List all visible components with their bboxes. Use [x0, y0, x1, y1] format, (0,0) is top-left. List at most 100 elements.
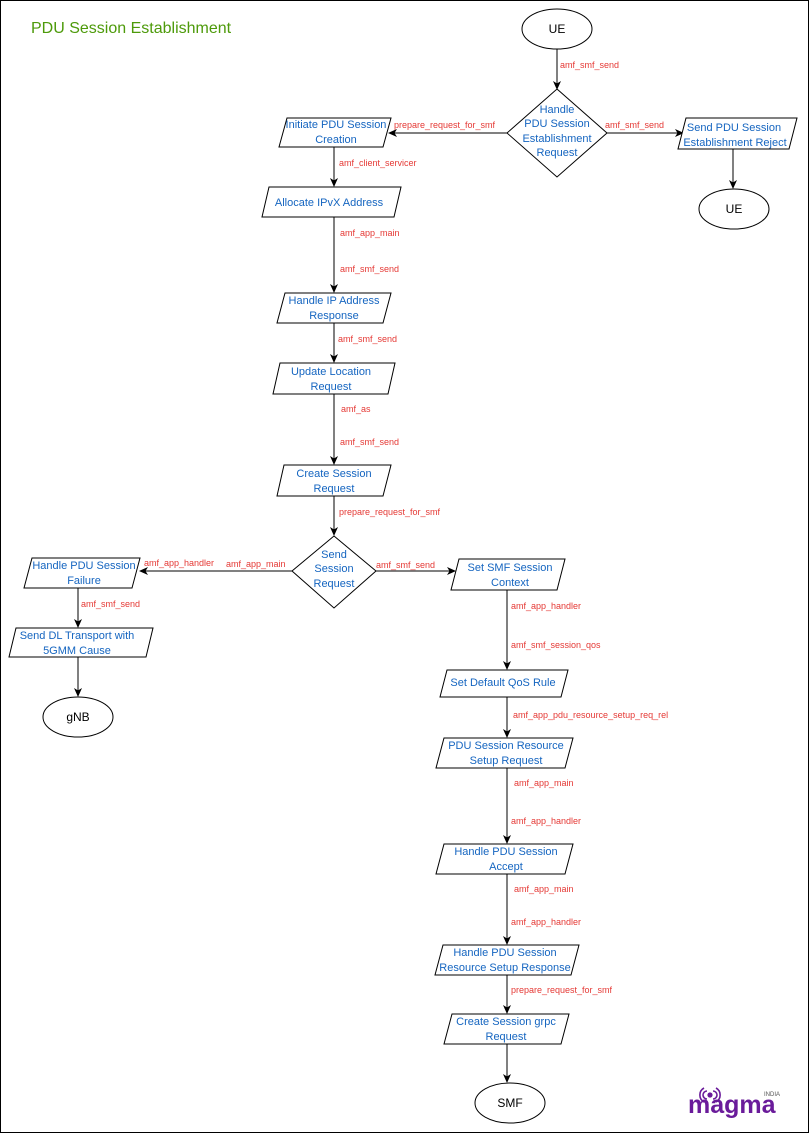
- edge-label: amf_app_handler: [144, 558, 214, 568]
- decision-send-session: Send Session Request: [291, 535, 377, 609]
- process-parallelogram: [434, 944, 580, 976]
- process-parallelogram: [439, 669, 569, 698]
- node-label: Handle PDU Session: [453, 947, 556, 959]
- node-label: Send DL Transport with: [20, 630, 135, 642]
- terminal-ellipse: [521, 8, 593, 50]
- node-label: Send PDU Session: [687, 122, 781, 134]
- node-label: Establishment Reject: [683, 137, 786, 149]
- node-label: Request: [314, 578, 355, 590]
- process-parallelogram: [278, 117, 392, 148]
- edge-label: amf_as: [341, 404, 371, 414]
- process-create-session: Create Session Request: [276, 464, 392, 497]
- node-label: Handle PDU Session: [454, 846, 557, 858]
- node-label: Failure: [67, 575, 101, 587]
- process-parallelogram: [261, 186, 402, 218]
- magma-logo: magma INDIA: [688, 1087, 780, 1119]
- node-label: Response: [309, 310, 359, 322]
- edge-label: prepare_request_for_smf: [394, 120, 496, 130]
- edge-label: prepare_request_for_smf: [339, 507, 441, 517]
- node-label: Update Location: [291, 366, 371, 378]
- process-parallelogram: [276, 464, 392, 497]
- terminal-ellipse: [698, 188, 770, 230]
- node-label: Request: [314, 483, 355, 495]
- edge-label: amf_smf_send: [338, 334, 397, 344]
- terminal-smf: SMF: [474, 1082, 546, 1124]
- process-handle-resource-setup-response: Handle PDU Session Resource Setup Respon…: [434, 944, 580, 976]
- process-handle-pdu-failure: Handle PDU Session Failure: [23, 557, 141, 589]
- node-label: Create Session: [296, 468, 371, 480]
- process-send-dl-transport: Send DL Transport with 5GMM Cause: [8, 627, 154, 658]
- process-parallelogram: [677, 117, 798, 150]
- node-label: Establishment: [522, 133, 591, 145]
- edge-label: amf_app_handler: [511, 816, 581, 826]
- process-parallelogram: [450, 558, 566, 591]
- process-parallelogram: [435, 737, 574, 769]
- process-parallelogram: [8, 627, 154, 658]
- logo-tag: INDIA: [764, 1092, 780, 1098]
- node-label: Handle: [540, 104, 575, 116]
- edge-label: amf_client_servicer: [339, 158, 417, 168]
- process-parallelogram: [23, 557, 141, 589]
- node-label: Initiate PDU Session: [286, 119, 387, 131]
- decision-diamond: [291, 535, 377, 609]
- process-update-location: Update Location Request: [272, 362, 396, 395]
- node-label: Handle IP Address: [289, 295, 380, 307]
- node-label: Creation: [315, 134, 357, 146]
- node-label: Request: [486, 1031, 527, 1043]
- node-label: Send: [321, 549, 347, 561]
- edge-label: amf_smf_send: [560, 60, 619, 70]
- process-parallelogram: [443, 1013, 570, 1045]
- terminal-ellipse: [42, 696, 114, 738]
- node-label: Session: [314, 563, 353, 575]
- edge-label: amf_app_main: [340, 228, 400, 238]
- edges: [74, 49, 737, 1083]
- edge-label: amf_smf_session_qos: [511, 640, 601, 650]
- edge-label: amf_app_main: [514, 884, 574, 894]
- terminal-ellipse: [474, 1082, 546, 1124]
- node-label: Resource Setup Response: [439, 962, 570, 974]
- terminal-label: SMF: [497, 1096, 522, 1110]
- logo-wordmark: magma: [688, 1091, 777, 1119]
- edge-label: amf_app_main: [226, 559, 286, 569]
- process-set-qos-rule: Set Default QoS Rule: [439, 669, 569, 698]
- process-handle-ip-response: Handle IP Address Response: [276, 292, 392, 324]
- node-label: Set SMF Session: [468, 562, 553, 574]
- process-send-reject: Send PDU Session Establishment Reject: [677, 117, 798, 150]
- node-label: Accept: [489, 861, 523, 873]
- edge-label: amf_smf_send: [376, 560, 435, 570]
- edge-label: amf_app_handler: [511, 601, 581, 611]
- node-label: Request: [311, 381, 352, 393]
- process-parallelogram: [276, 292, 392, 324]
- process-allocate-ip: Allocate IPvX Address: [261, 186, 402, 218]
- edge-label: amf_smf_send: [340, 437, 399, 447]
- process-pdu-resource-setup: PDU Session Resource Setup Request: [435, 737, 574, 769]
- edge-label: amf_app_main: [514, 778, 574, 788]
- node-label: Set Default QoS Rule: [450, 677, 555, 689]
- node-label: Setup Request: [470, 755, 543, 767]
- terminal-label: UE: [549, 22, 566, 36]
- node-label: Allocate IPvX Address: [275, 197, 384, 209]
- process-handle-pdu-accept: Handle PDU Session Accept: [435, 843, 574, 875]
- terminal-label: UE: [726, 202, 743, 216]
- decision-handle-pdu-request: Handle PDU Session Establishment Request: [506, 88, 608, 178]
- node-label: PDU Session: [524, 118, 589, 130]
- node-label: Handle PDU Session: [32, 560, 135, 572]
- terminal-gnb: gNB: [42, 696, 114, 738]
- process-initiate-pdu-session: Initiate PDU Session Creation: [278, 117, 392, 148]
- decision-diamond: [506, 88, 608, 178]
- node-label: Request: [537, 147, 578, 159]
- process-set-smf-context: Set SMF Session Context: [450, 558, 566, 591]
- process-parallelogram: [272, 362, 396, 395]
- edge-label: amf_smf_send: [340, 264, 399, 274]
- node-label: PDU Session Resource: [448, 740, 564, 752]
- terminal-label: gNB: [66, 710, 89, 724]
- edge-label: amf_app_handler: [511, 917, 581, 927]
- diagram-title: PDU Session Establishment: [31, 20, 232, 37]
- terminal-ue-start: UE: [521, 8, 593, 50]
- edge-label: amf_app_pdu_resource_setup_req_rel: [513, 710, 668, 720]
- edge-labels: amf_smf_send prepare_request_for_smf amf…: [81, 60, 668, 995]
- edge-label: prepare_request_for_smf: [511, 985, 613, 995]
- node-label: Create Session grpc: [456, 1016, 556, 1028]
